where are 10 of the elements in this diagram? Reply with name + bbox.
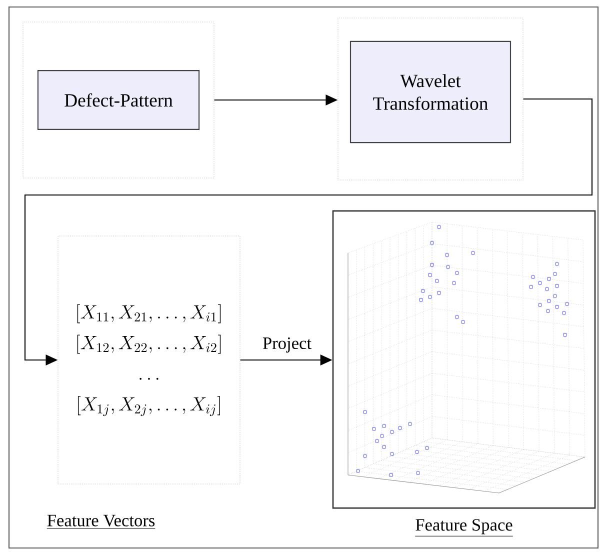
node-label: Feature Space: [414, 519, 514, 536]
plot-panel: [332, 210, 596, 509]
dotted-frame: [338, 18, 524, 180]
process-box: Wavelet Transformation: [350, 40, 512, 144]
arrow: [24, 98, 593, 366]
node-label: Feature Vectors: [46, 514, 156, 529]
dotted-frame: [22, 22, 214, 178]
vector-box: $[X_{11},X_{21},\ldots,X_{i1}]$ $[X_{12},X_{22},\ldots,X_{i2}]$ $\ldots$ $[X_{1j},X_{2j},\ldots,X_{ij}]$: [58, 236, 240, 484]
process-box: Defect-Pattern: [37, 70, 200, 130]
edge-label: Project: [261, 336, 313, 354]
